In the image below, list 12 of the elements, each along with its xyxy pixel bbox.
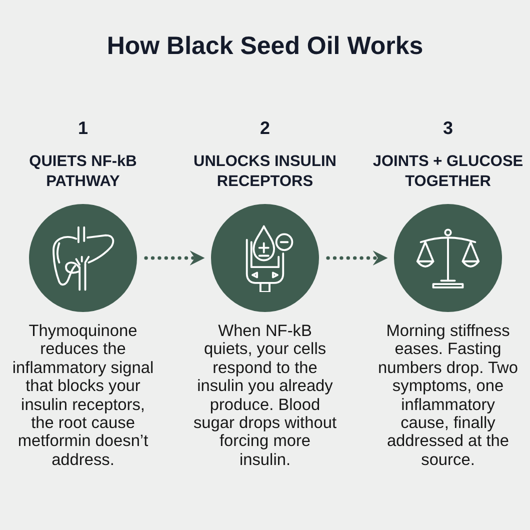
diagram-title: How Black Seed Oil Works: [106, 32, 424, 61]
step-heading: QUIETS NF-kB PATHWAY: [28, 152, 138, 192]
dotted-arrow: [144, 250, 206, 266]
step-number: 1: [76, 117, 89, 139]
step-description: When NF-kB quiets, your cells respond to the insulin you already produce. Blood sugar drops without forcing more insulin.: [192, 322, 338, 470]
step-description: Morning stiffness eases. Fasting numbers drop. Two symptoms, one inflammatory cause, finally addressed at the source.: [377, 322, 519, 470]
step-description: Thymoquinone reduces the inflammatory signal that blocks your insulin receptors, the root cause metformin doesn’t address.: [11, 322, 155, 470]
step-heading: UNLOCKS INSULIN RECEPTORS: [192, 152, 338, 192]
step-number: 3: [442, 117, 454, 139]
dotted-arrow: [326, 250, 389, 266]
step-number: 2: [258, 117, 271, 139]
step-heading: JOINTS + GLUCOSE TOGETHER: [372, 152, 524, 192]
